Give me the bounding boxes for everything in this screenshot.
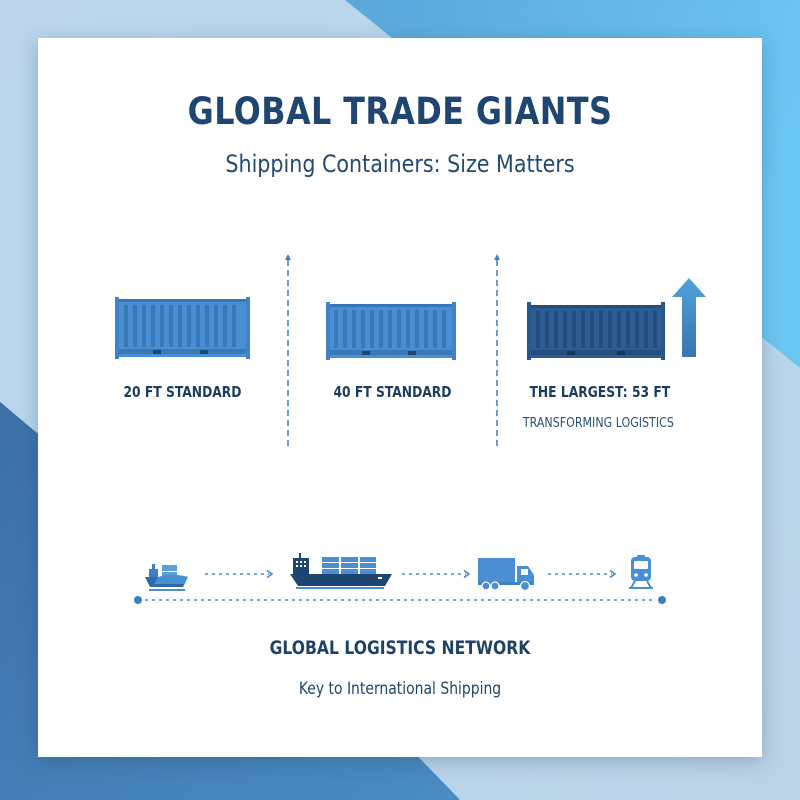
container-label-40ft: 40 FT STANDARD <box>333 383 452 401</box>
network-subtitle: Key to International Shipping <box>298 679 502 699</box>
divider-2 <box>493 254 500 446</box>
page-subtitle: Shipping Containers: Size Matters <box>225 150 575 178</box>
up-arrow-icon <box>672 278 706 357</box>
timeline-line <box>134 596 666 604</box>
shipping-container-icon <box>527 302 665 360</box>
divider-1 <box>284 254 291 446</box>
small-ship-icon <box>145 564 188 591</box>
dotted-arrow-icon <box>548 569 617 579</box>
page-title: GLOBAL TRADE GIANTS <box>187 90 613 133</box>
container-label-53ft: THE LARGEST: 53 FT <box>529 383 671 401</box>
dotted-arrow-icon <box>402 569 471 579</box>
shipping-container-icon <box>115 297 250 359</box>
dotted-arrow-icon <box>205 569 274 579</box>
infographic-card: GLOBAL TRADE GIANTS Shipping Containers:… <box>38 38 762 757</box>
cargo-ship-icon <box>290 553 392 589</box>
container-label-20ft: 20 FT STANDARD <box>123 383 242 401</box>
train-icon <box>629 555 653 589</box>
truck-icon <box>478 558 534 592</box>
container-sublabel-53ft: TRANSFORMING LOGISTICS <box>522 415 674 431</box>
shipping-container-icon <box>326 302 456 360</box>
network-title: GLOBAL LOGISTICS NETWORK <box>269 637 531 659</box>
